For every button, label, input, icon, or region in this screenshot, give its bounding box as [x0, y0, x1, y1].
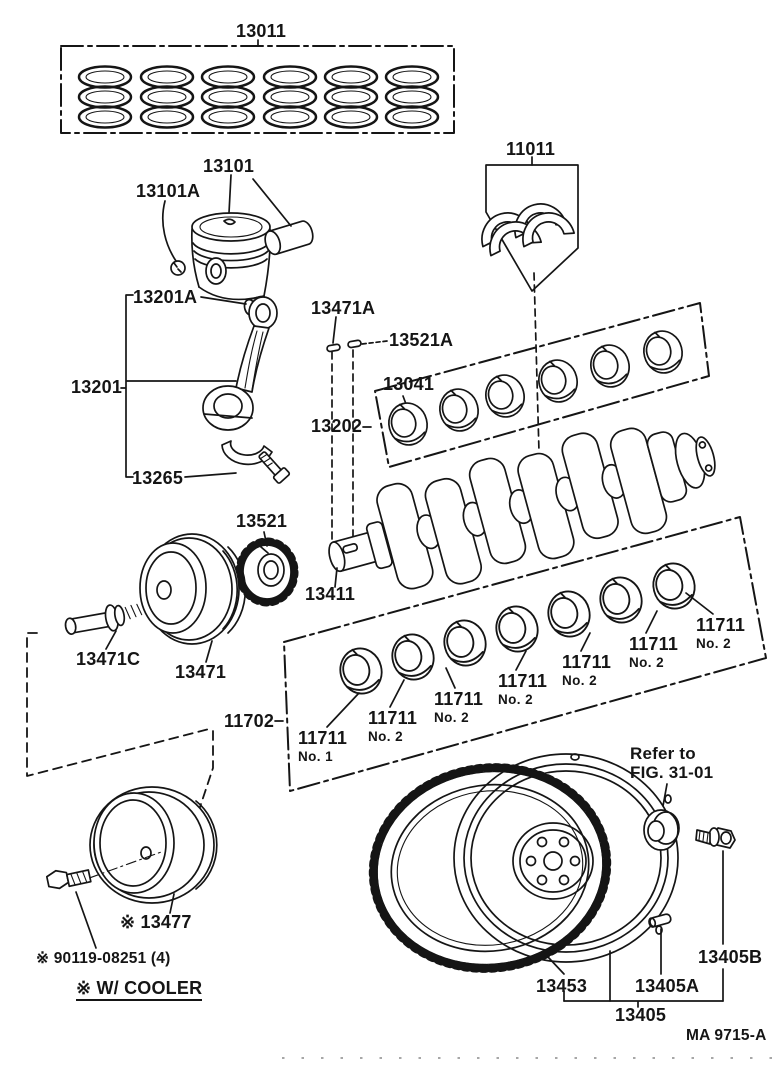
crank-pulley-drawing — [139, 533, 247, 645]
piston-pin-drawing — [264, 220, 314, 256]
dashed-leader-lines — [331, 272, 540, 544]
part-label-13405a: 13405A — [635, 976, 700, 996]
cooler-bolt-drawing — [45, 869, 92, 890]
part-label-13521: 13521 — [236, 511, 288, 531]
leader-lines — [75, 156, 724, 1008]
piston-rings-drawing — [77, 65, 440, 129]
part-label-13471a: 13471A — [311, 298, 376, 318]
part-label-13521a: 13521A — [389, 330, 454, 350]
main-bearings-box — [283, 516, 767, 792]
part-label-13471: 13471 — [175, 662, 227, 682]
cooler-pulley-drawing — [69, 786, 218, 904]
ring-gear-drawing — [368, 763, 612, 973]
cooler-pulley-label: ※ 13477 — [120, 912, 192, 932]
refer-note: Refer to FIG. 31-01 — [630, 744, 714, 782]
cooler-option-box — [26, 632, 214, 820]
pilot-bearing-drawing — [643, 809, 680, 851]
part-label-13405b: 13405B — [698, 947, 763, 967]
doc-code: MA 9715-A — [686, 1027, 767, 1044]
part-label-13041: 13041 — [383, 374, 435, 394]
snap-ring-drawing — [170, 260, 186, 276]
connecting-rod-drawing — [202, 296, 278, 431]
part-label-13405: 13405 — [615, 1005, 667, 1025]
part-label-13453: 13453 — [536, 976, 588, 996]
part-label-13011: 13011 — [236, 21, 287, 41]
crankshaft-drawing — [328, 427, 716, 590]
part-label-13201a: 13201A — [133, 287, 198, 307]
drive-plate-drawing — [453, 753, 679, 963]
cooler-bolt-label: ※ 90119-08251 (4) — [36, 950, 171, 967]
flywheel-bolt-drawing — [695, 827, 736, 849]
part-label-13202: 13202 — [311, 416, 363, 436]
part-label-11711-no2: 11711 No. 2 — [696, 615, 746, 651]
timing-sprocket-drawing — [235, 537, 299, 607]
part-label-13201: 13201 — [71, 377, 123, 397]
part-label-11702: 11702 — [224, 711, 275, 731]
woodruff-key-drawing — [326, 339, 362, 353]
rod-cap-drawing — [221, 440, 291, 484]
part-label-11011: 11011 — [506, 139, 556, 159]
part-label-13411: 13411 — [305, 584, 356, 604]
cooler-note: ※ W/ COOLER — [76, 979, 203, 1001]
part-label-11711-no2: 11711 No. 2 — [629, 634, 679, 670]
thrust-washer-drawing — [475, 164, 579, 292]
dowel-pin-drawing — [648, 913, 672, 928]
part-label-13101: 13101 — [203, 156, 255, 176]
part-label-11711-no2: 11711 No. 2 — [434, 689, 484, 725]
part-label-11711-no2: 11711 No. 2 — [368, 708, 418, 744]
part-label-13471c: 13471C — [76, 649, 141, 669]
part-label-11711-no2: 11711 No. 2 — [498, 671, 548, 707]
part-label-13265: 13265 — [132, 468, 184, 488]
pulley-bolt-drawing — [64, 603, 143, 635]
part-label-11711-no1: 11711 No. 1 — [298, 728, 348, 764]
piston-drawing — [190, 212, 272, 301]
ring-set-box — [60, 39, 455, 134]
part-label-13101a: 13101A — [136, 181, 201, 201]
part-label-11711-no2: 11711 No. 2 — [562, 652, 612, 688]
